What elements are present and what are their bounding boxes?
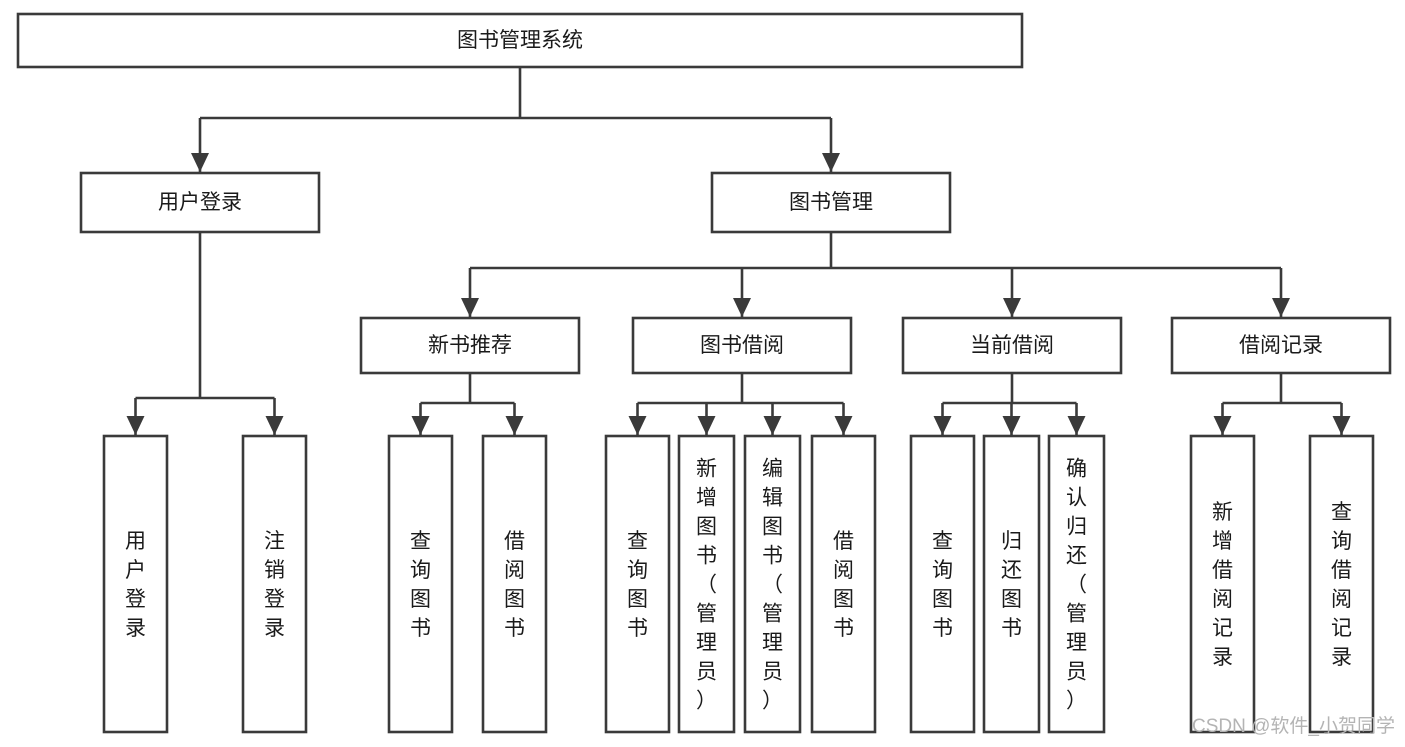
- arrow-head-icon: [733, 298, 751, 317]
- node-l3-新书推荐[interactable]: 新书推荐: [359, 316, 581, 375]
- node-label: 图书管理: [789, 191, 873, 214]
- node-label: 新书推荐: [428, 334, 512, 357]
- connector-group-当前借阅: [933, 373, 1086, 435]
- node-label: 编辑图书（管理员）: [762, 458, 783, 713]
- arrow-head-icon: [1332, 416, 1351, 435]
- node-box[interactable]: [16, 12, 1024, 69]
- node-l3-当前借阅[interactable]: 当前借阅: [901, 316, 1123, 375]
- node-leaf-查询图书[interactable]: 查询图书: [909, 434, 976, 734]
- arrow-head-icon: [1003, 298, 1021, 317]
- node-leaf-用户登录[interactable]: 用户登录: [102, 434, 169, 734]
- node-leaf-归还图书[interactable]: 归还图书: [982, 434, 1041, 734]
- node-box[interactable]: [102, 434, 169, 734]
- node-label: 注销登录: [264, 530, 285, 640]
- node-box[interactable]: [677, 434, 736, 734]
- node-label: 借阅图书: [504, 530, 525, 640]
- node-box[interactable]: [241, 434, 308, 734]
- node-box[interactable]: [631, 316, 853, 375]
- node-label: 确认归还（管理员）: [1066, 458, 1087, 713]
- connector-group-user-login: [126, 232, 284, 435]
- node-label: 查询图书: [410, 530, 431, 640]
- node-label: 图书管理系统: [457, 29, 583, 52]
- node-label: 用户登录: [125, 530, 146, 640]
- node-l2-图书管理[interactable]: 图书管理: [710, 171, 952, 234]
- node-label: 查询图书: [627, 530, 648, 640]
- arrow-head-icon: [628, 416, 647, 435]
- node-label: 当前借阅: [970, 334, 1054, 357]
- node-label: 图书借阅: [700, 334, 784, 357]
- node-leaf-借阅图书[interactable]: 借阅图书: [481, 434, 548, 734]
- node-leaf-新增借阅记录[interactable]: 新增借阅记录: [1189, 434, 1256, 734]
- node-leaf-查询借阅记录[interactable]: 查询借阅记录: [1308, 434, 1375, 734]
- node-leaf-查询图书[interactable]: 查询图书: [387, 434, 454, 734]
- arrow-head-icon: [763, 416, 782, 435]
- node-box[interactable]: [901, 316, 1123, 375]
- node-box[interactable]: [79, 171, 321, 234]
- arrow-head-icon: [461, 298, 479, 317]
- node-box[interactable]: [1047, 434, 1106, 734]
- node-label: 新增借阅记录: [1212, 501, 1233, 669]
- arrow-head-icon: [1272, 298, 1290, 317]
- connector-group-root: [191, 67, 840, 172]
- arrow-head-icon: [505, 416, 524, 435]
- node-label: 借阅记录: [1239, 334, 1323, 357]
- node-box[interactable]: [1308, 434, 1375, 734]
- node-label: 归还图书: [1001, 530, 1022, 640]
- arrow-head-icon: [126, 416, 145, 435]
- node-box[interactable]: [909, 434, 976, 734]
- node-leaf-确认归还管理员[interactable]: 确认归还（管理员）: [1047, 434, 1106, 734]
- node-leaf-查询图书[interactable]: 查询图书: [604, 434, 671, 734]
- arrow-head-icon: [834, 416, 853, 435]
- connector-group-借阅记录: [1213, 373, 1351, 435]
- arrow-head-icon: [411, 416, 430, 435]
- node-box[interactable]: [710, 171, 952, 234]
- arrow-head-icon: [822, 153, 840, 172]
- node-root-图书管理系统[interactable]: 图书管理系统: [16, 12, 1024, 69]
- arrow-head-icon: [933, 416, 952, 435]
- node-label: 借阅图书: [833, 530, 854, 640]
- csdn-watermark: CSDN @软件_小贺同学: [1192, 715, 1395, 737]
- node-leaf-新增图书管理员[interactable]: 新增图书（管理员）: [677, 434, 736, 734]
- arrow-head-icon: [191, 153, 209, 172]
- node-box[interactable]: [359, 316, 581, 375]
- node-box[interactable]: [604, 434, 671, 734]
- node-l3-图书借阅[interactable]: 图书借阅: [631, 316, 853, 375]
- node-leaf-借阅图书[interactable]: 借阅图书: [810, 434, 877, 734]
- node-leaf-注销登录[interactable]: 注销登录: [241, 434, 308, 734]
- node-box[interactable]: [982, 434, 1041, 734]
- node-box[interactable]: [481, 434, 548, 734]
- connector-group-图书借阅: [628, 373, 853, 435]
- connector-group-新书推荐: [411, 373, 524, 435]
- arrow-head-icon: [697, 416, 716, 435]
- arrow-head-icon: [1213, 416, 1232, 435]
- node-label: 查询图书: [932, 530, 953, 640]
- node-box[interactable]: [810, 434, 877, 734]
- connector-lines: [126, 67, 1351, 435]
- arrow-head-icon: [265, 416, 284, 435]
- node-label: 新增图书（管理员）: [696, 458, 717, 713]
- node-label: 查询借阅记录: [1331, 501, 1352, 669]
- arrow-head-icon: [1002, 416, 1021, 435]
- node-l3-借阅记录[interactable]: 借阅记录: [1170, 316, 1392, 375]
- node-box[interactable]: [387, 434, 454, 734]
- node-label: 用户登录: [158, 191, 242, 214]
- node-l2-用户登录[interactable]: 用户登录: [79, 171, 321, 234]
- node-box[interactable]: [743, 434, 802, 734]
- node-box[interactable]: [1189, 434, 1256, 734]
- diagram-nodes: 图书管理系统用户登录图书管理新书推荐图书借阅当前借阅借阅记录用户登录注销登录查询…: [16, 12, 1392, 734]
- arrow-head-icon: [1067, 416, 1086, 435]
- connector-group-book-manage: [461, 232, 1290, 317]
- node-leaf-编辑图书管理员[interactable]: 编辑图书（管理员）: [743, 434, 802, 734]
- node-box[interactable]: [1170, 316, 1392, 375]
